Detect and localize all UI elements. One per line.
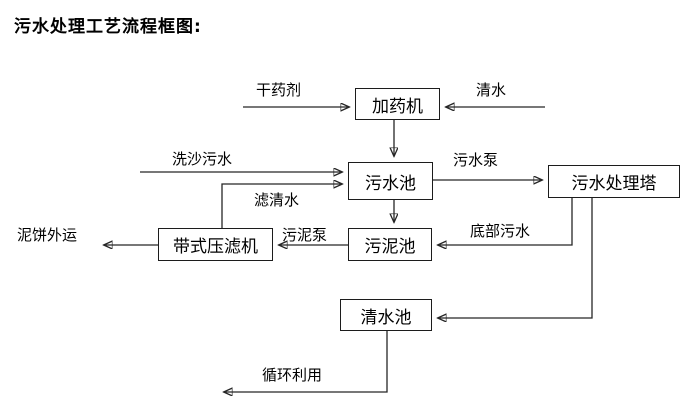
flow-label-mud-cake-out: 泥饼外运 (17, 226, 78, 244)
node-sewage-pool: 污水池 (348, 162, 433, 200)
node-label: 清水池 (360, 307, 412, 328)
node-dosing-machine: 加药机 (355, 88, 440, 120)
flow-label-bottom-sewage: 底部污水 (470, 222, 531, 240)
flow-label-filtered-water: 滤清水 (254, 191, 300, 209)
node-label: 带式压滤机 (173, 237, 258, 257)
flow-label-sludge-pump: 污泥泵 (282, 226, 328, 244)
flow-label-dry-agent: 干药剂 (256, 81, 302, 99)
node-label: 污水池 (365, 173, 416, 194)
arrow-recycle-use (224, 331, 388, 392)
arrow-tower-to-clear (438, 198, 593, 318)
node-sludge-pool: 污泥池 (348, 228, 432, 261)
node-label: 污泥池 (364, 237, 416, 257)
node-clear-water-pool: 清水池 (340, 299, 432, 331)
flow-label-sand-washing-sewage: 洗沙污水 (172, 150, 233, 168)
node-label: 污水处理塔 (571, 174, 657, 194)
arrow-bottom-sewage (438, 198, 573, 245)
node-label: 加药机 (372, 96, 423, 117)
node-belt-filter-press: 带式压滤机 (158, 228, 273, 261)
flow-label-recycle-use: 循环利用 (262, 366, 323, 384)
arrow-filtered-water (221, 184, 342, 228)
flow-label-sewage-pump: 污水泵 (453, 151, 499, 169)
flow-label-clear-water-in: 清水 (476, 81, 507, 99)
node-treatment-tower: 污水处理塔 (548, 165, 680, 198)
page-title: 污水处理工艺流程框图: (14, 17, 202, 37)
